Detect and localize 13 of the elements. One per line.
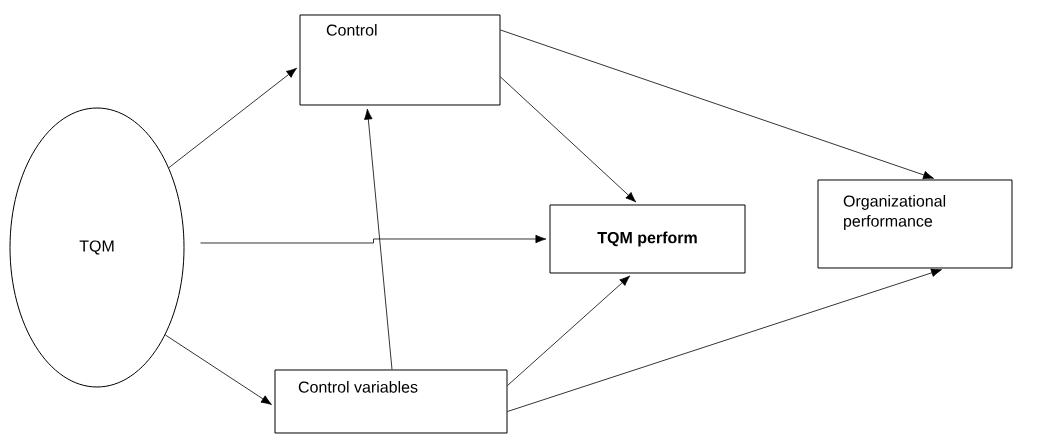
process-box: TQM perform <box>549 204 746 274</box>
arrow <box>507 268 942 412</box>
arrow <box>168 67 298 169</box>
process-box: Control variables <box>274 369 508 434</box>
ellipse-node: TQM <box>9 107 185 388</box>
process-box: Organizational performance <box>817 179 1013 269</box>
arrow <box>364 108 393 370</box>
arrow <box>507 275 631 386</box>
arrow <box>500 29 934 180</box>
arrow <box>164 334 272 405</box>
arrow <box>200 234 547 244</box>
process-box: Control <box>299 14 501 106</box>
arrow <box>500 76 637 203</box>
